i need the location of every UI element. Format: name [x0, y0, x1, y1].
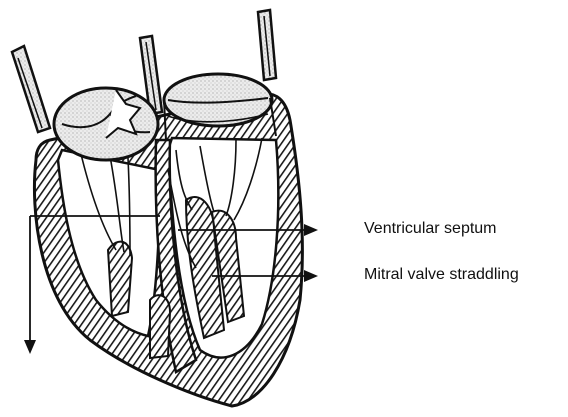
vessel-left: [12, 46, 50, 132]
papillary-muscle-4: [150, 295, 170, 358]
tricuspid-valve: [54, 88, 158, 160]
ventricular-septum-label: Ventricular septum: [364, 220, 497, 238]
mitral-valve-straddling-label: Mitral valve straddling: [364, 266, 519, 284]
papillary-muscle-1: [108, 242, 132, 316]
vessel-right: [258, 10, 276, 80]
